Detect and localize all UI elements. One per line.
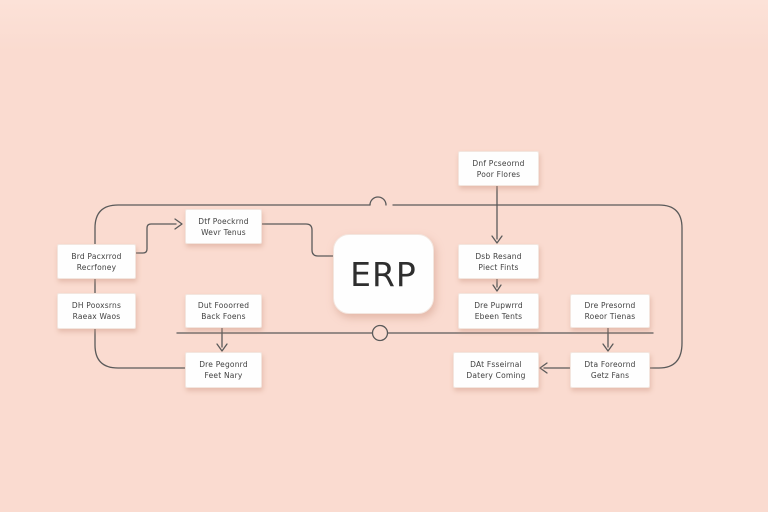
connector-left-loop	[94, 204, 371, 369]
arrowhead-down-1	[491, 235, 503, 244]
node-label-line1: DAt Fsseirnal	[470, 360, 522, 369]
arrowhead-down-2	[492, 284, 502, 292]
node-label-line1: Dta Foreornd	[584, 360, 636, 369]
node-label-line2: Poor Flores	[476, 169, 521, 179]
connector-leftupper-to-col2top	[133, 223, 177, 254]
node-label-line1: DH Pooxsrns	[71, 301, 122, 310]
flow-node-far-upper: Dre Presornd Roeor Tienas	[570, 294, 650, 328]
flow-node-top-source: Dnf Pcseornd Poor Flores	[458, 151, 539, 186]
flow-node-col2-bottom: Dre Pegonrd Feet Nary	[185, 352, 262, 388]
node-label-line2: Roeor Tienas	[584, 312, 636, 321]
erp-label: ERP	[350, 254, 417, 294]
flow-node-right-bottom: DAt Fsseirnal Datery Coming	[453, 352, 539, 388]
node-label-line2: Ebeen Tents	[474, 312, 523, 321]
node-label-line2: Recrfoney	[76, 262, 117, 272]
node-label-line1: Dre Presornd	[584, 301, 636, 310]
connector-right-loop	[392, 204, 683, 369]
node-label-line2: Datery Coming	[466, 371, 526, 380]
flow-node-col2-middle: Dut Fooorred Back Foens	[185, 294, 262, 328]
junction-circle	[371, 324, 389, 342]
node-label-line1: Dnf Pcseornd	[472, 158, 525, 168]
node-label-line2: Getz Fans	[590, 371, 630, 380]
node-label-line2: Wevr Tenus	[201, 227, 246, 237]
flow-node-right-middle: Dre Pupwrrd Ebeen Tents	[458, 293, 539, 329]
node-label-line1: Dtf Poeckrnd	[198, 216, 249, 226]
flow-node-right-upper: Dsb Resand Piect Fints	[458, 244, 539, 279]
node-label-line2: Back Foens	[201, 312, 246, 321]
node-label-line1: Dre Pegonrd	[199, 360, 248, 369]
arrowhead-down-3	[216, 343, 228, 352]
node-label-line2: Piect Fints	[478, 262, 519, 272]
connector-line-hop	[369, 196, 387, 206]
node-label-line1: Dre Pupwrrd	[474, 301, 523, 310]
connector-col2top-to-erp	[259, 223, 334, 257]
arrowhead-left	[539, 362, 548, 374]
arrowhead-right	[174, 218, 183, 230]
node-label-line1: Brd Pacxrrod	[71, 251, 122, 261]
flow-node-far-lower: Dta Foreornd Getz Fans	[570, 352, 650, 388]
node-label-line2: Raeax Waos	[72, 312, 121, 321]
arrowhead-down-4	[602, 343, 614, 352]
flow-node-col2-top: Dtf Poeckrnd Wevr Tenus	[185, 209, 262, 244]
node-label-line2: Feet Nary	[204, 371, 243, 380]
flow-node-left-lower: DH Pooxsrns Raeax Waos	[57, 293, 136, 329]
flow-node-erp-center: ERP	[333, 234, 434, 314]
flow-node-left-upper: Brd Pacxrrod Recrfoney	[57, 244, 136, 279]
node-label-line1: Dsb Resand	[475, 251, 522, 261]
node-label-line1: Dut Fooorred	[197, 301, 250, 310]
